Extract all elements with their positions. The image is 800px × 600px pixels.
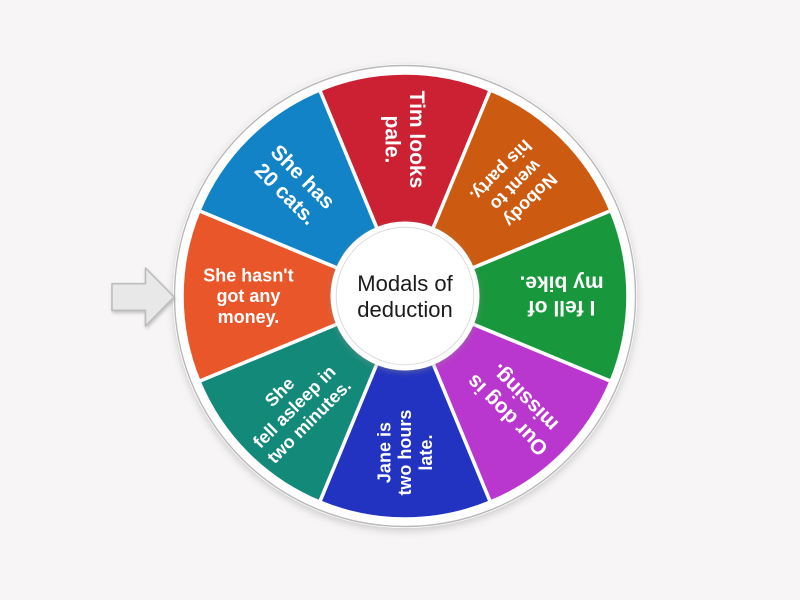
wheel-segment-label-line: my bike. — [520, 272, 604, 295]
wheel-hub-circle[interactable] — [330, 221, 480, 371]
wheel-segment-label: I fell ofmy bike. — [520, 272, 604, 319]
wheel-segment-label-line: Jane is — [374, 422, 394, 483]
spinner-pointer-arrow-icon — [111, 267, 175, 327]
wheel-rim-outline — [173, 64, 637, 528]
wheel-hub-outline — [335, 226, 475, 366]
wheel-segment-label-line: got any — [216, 286, 280, 306]
wheel-segment-label: Jane istwo hourslate. — [374, 410, 436, 496]
wheel-segment-label-line: She hasn't — [203, 265, 293, 285]
wheel-segment-label: Tim lookspale. — [381, 91, 428, 189]
wheel-segment-label-line: late. — [416, 435, 436, 471]
wheel-segment-label-line: pale. — [381, 116, 404, 164]
wheel-segment-slice[interactable] — [403, 208, 630, 384]
wheel-hub-label-line: deduction — [357, 297, 452, 322]
wheel-segment-label-line: two hours — [395, 410, 415, 496]
wheel-segment-slice[interactable] — [317, 294, 493, 521]
wheel-segment[interactable]: Jane istwo hourslate. — [317, 294, 493, 521]
wheel-segment[interactable]: I fell ofmy bike. — [403, 208, 630, 384]
wheel-segment-label-line: I fell of — [527, 296, 596, 319]
wheel-segment-slice[interactable] — [317, 71, 493, 298]
spinner-pointer — [111, 267, 175, 327]
wheel-segment-label-line: money. — [218, 307, 280, 327]
wheel-segment-label-line: Tim looks — [405, 91, 428, 189]
wheel-segments[interactable]: Tim lookspale.Nobodywent tohis party.I f… — [180, 71, 630, 521]
wheel-hub-label-line: Modals of — [357, 271, 453, 296]
wheel-segment[interactable]: Tim lookspale. — [317, 71, 493, 298]
wheel-segment-slice[interactable] — [180, 208, 407, 384]
